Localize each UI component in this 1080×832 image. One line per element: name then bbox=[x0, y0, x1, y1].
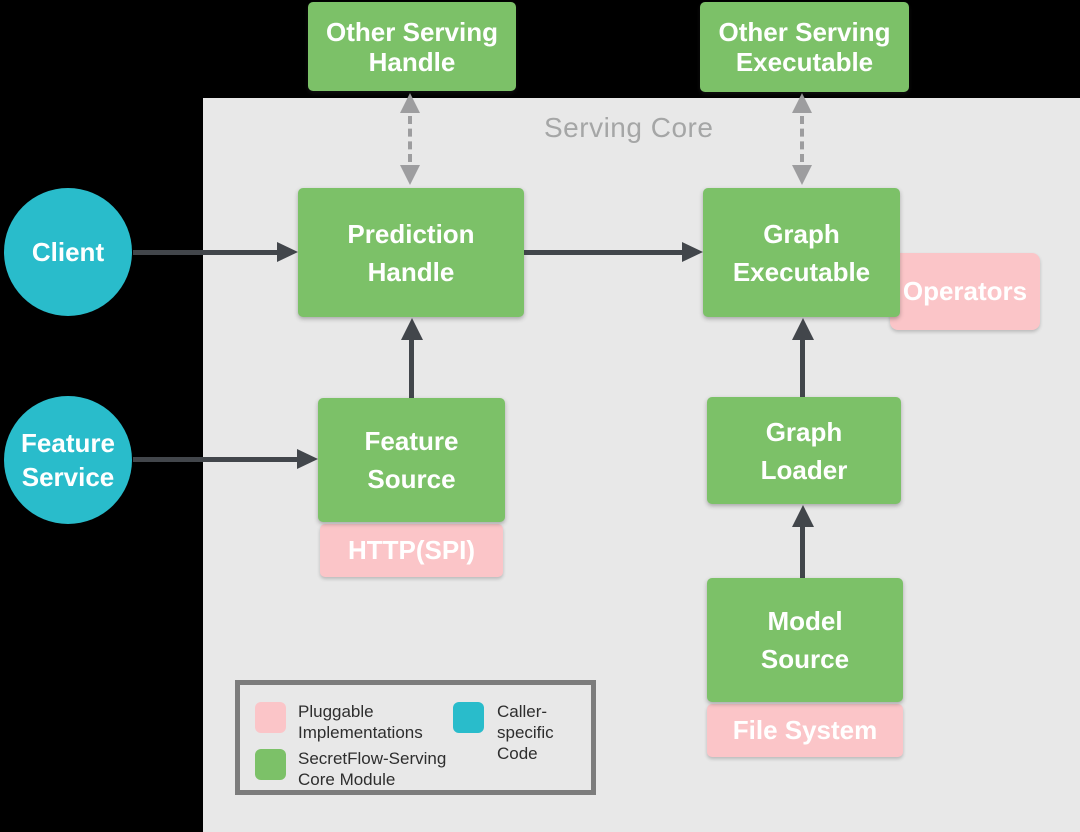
http-spi-label: HTTP(SPI) bbox=[347, 535, 476, 565]
prediction-handle-line2: Handle bbox=[367, 256, 455, 287]
legend-caller-line2: Code bbox=[497, 744, 538, 763]
feature-service-node: Feature Service bbox=[4, 396, 132, 524]
arrow-modelsource-to-graphloader bbox=[800, 526, 805, 578]
other-serving-executable-line2: Executable bbox=[735, 47, 874, 77]
feature-service-label-line1: Feature bbox=[21, 428, 115, 458]
client-label: Client bbox=[31, 237, 105, 267]
feature-service-label-line2: Service bbox=[21, 462, 115, 492]
model-source-line2: Source bbox=[760, 644, 850, 674]
operators-node: Operators bbox=[890, 253, 1040, 330]
serving-core-title: Serving Core bbox=[544, 112, 714, 143]
legend-pluggable-line1: Pluggable bbox=[298, 702, 374, 721]
model-source-node: Model Source bbox=[707, 578, 903, 702]
feature-source-node: Feature Source bbox=[318, 398, 505, 522]
arrow-featureservice-to-featuresource bbox=[133, 457, 297, 462]
dashed-arrowhead-up-icon bbox=[400, 93, 420, 113]
arrow-graphloader-to-graphexecutable bbox=[800, 339, 805, 397]
legend-green-swatch bbox=[255, 749, 286, 780]
arrow-featuresource-to-prediction bbox=[409, 339, 414, 398]
client-node: Client bbox=[4, 188, 132, 316]
graph-loader-node: Graph Loader bbox=[707, 397, 901, 504]
prediction-handle-line1: Prediction bbox=[347, 218, 475, 249]
model-source-line1: Model bbox=[767, 606, 843, 636]
dashed-arrow-line bbox=[800, 116, 804, 162]
legend-teal-swatch bbox=[453, 702, 484, 733]
other-serving-executable-line1: Other Serving bbox=[718, 17, 891, 47]
feature-source-line2: Source bbox=[367, 464, 456, 494]
other-serving-handle-node: Other Serving Handle bbox=[308, 2, 516, 91]
graph-loader-line2: Loader bbox=[760, 454, 848, 485]
graph-executable-node: Graph Executable bbox=[703, 188, 900, 317]
legend-pluggable-label: Pluggable Implementations bbox=[298, 701, 423, 743]
legend-caller-label: Caller-specific Code bbox=[497, 701, 591, 764]
arrowhead-up-icon bbox=[401, 318, 423, 340]
arrowhead-right-icon bbox=[277, 242, 298, 262]
arrow-client-to-prediction bbox=[133, 250, 281, 255]
graph-executable-line1: Graph bbox=[763, 218, 840, 249]
file-system-label: File System bbox=[732, 715, 878, 745]
feature-source-line1: Feature bbox=[364, 426, 459, 456]
dashed-arrow-line bbox=[408, 116, 412, 162]
http-spi-node: HTTP(SPI) bbox=[320, 524, 503, 577]
dashed-arrowhead-up-icon bbox=[792, 93, 812, 113]
other-serving-executable-node: Other Serving Executable bbox=[700, 2, 909, 92]
legend-pluggable-line2: Implementations bbox=[298, 723, 423, 742]
arrowhead-up-icon bbox=[792, 318, 814, 340]
arrowhead-right-icon bbox=[297, 449, 318, 469]
dashed-arrowhead-down-icon bbox=[400, 165, 420, 185]
other-serving-handle-line2: Handle bbox=[368, 46, 456, 77]
prediction-handle-node: Prediction Handle bbox=[298, 188, 524, 317]
legend-pink-swatch bbox=[255, 702, 286, 733]
other-serving-handle-line1: Other Serving bbox=[326, 16, 498, 47]
file-system-node: File System bbox=[707, 704, 903, 757]
legend-caller-line1: Caller-specific bbox=[497, 702, 554, 742]
arrowhead-up-icon bbox=[792, 505, 814, 527]
dashed-arrowhead-down-icon bbox=[792, 165, 812, 185]
legend-core-module-line1: SecretFlow-Serving bbox=[298, 749, 447, 768]
legend: Pluggable Implementations Caller-specifi… bbox=[235, 680, 596, 795]
operators-label: Operators bbox=[902, 276, 1028, 306]
graph-loader-line1: Graph bbox=[765, 416, 843, 447]
arrow-prediction-to-graphexecutable bbox=[524, 250, 682, 255]
graph-executable-line2: Executable bbox=[732, 256, 871, 287]
arrowhead-right-icon bbox=[682, 242, 703, 262]
legend-core-module-line2: Core Module bbox=[298, 770, 396, 789]
legend-core-module-label: SecretFlow-Serving Core Module bbox=[298, 748, 446, 790]
